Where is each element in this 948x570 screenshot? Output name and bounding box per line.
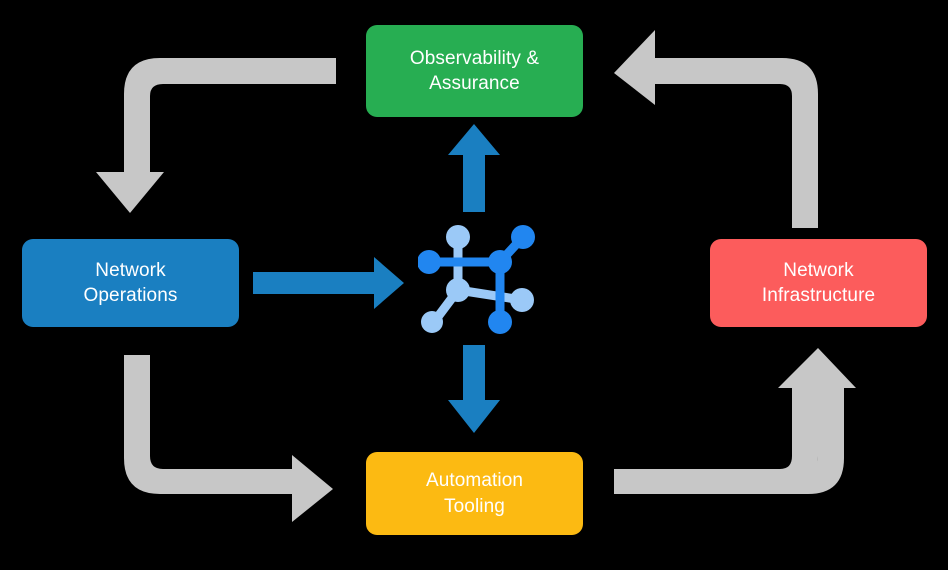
arrow-netops-to-center [253,257,404,309]
topology-dark-nodes [417,225,535,334]
node-network-infrastructure[interactable]: Network Infrastructure [710,239,927,327]
arrow-netinfra-to-observability [614,30,818,228]
arrow-center-to-observability [448,124,500,212]
node-automation-tooling-label: Automation Tooling [425,470,524,517]
node-network-operations[interactable]: Network Operations [22,239,239,327]
arrow-netops-to-automation [124,355,333,522]
arrow-center-to-automation [448,345,500,433]
node-observability-label: Observability & Assurance [409,47,540,94]
node-automation-tooling[interactable]: Automation Tooling [366,452,583,535]
node-network-operations-label: Network Operations [83,259,178,306]
arrow-observability-to-netops [96,58,336,213]
node-network-infrastructure-label: Network Infrastructure [761,259,876,306]
network-topology-icon [417,218,538,338]
arrow-automation-to-netinfra [614,388,818,494]
arrow-automation-to-netinfra-shaft [614,388,844,494]
node-observability-assurance[interactable]: Observability & Assurance [366,25,583,117]
arrow-automation-to-netinfra-head [778,348,856,400]
topology-light-nodes [421,225,534,333]
